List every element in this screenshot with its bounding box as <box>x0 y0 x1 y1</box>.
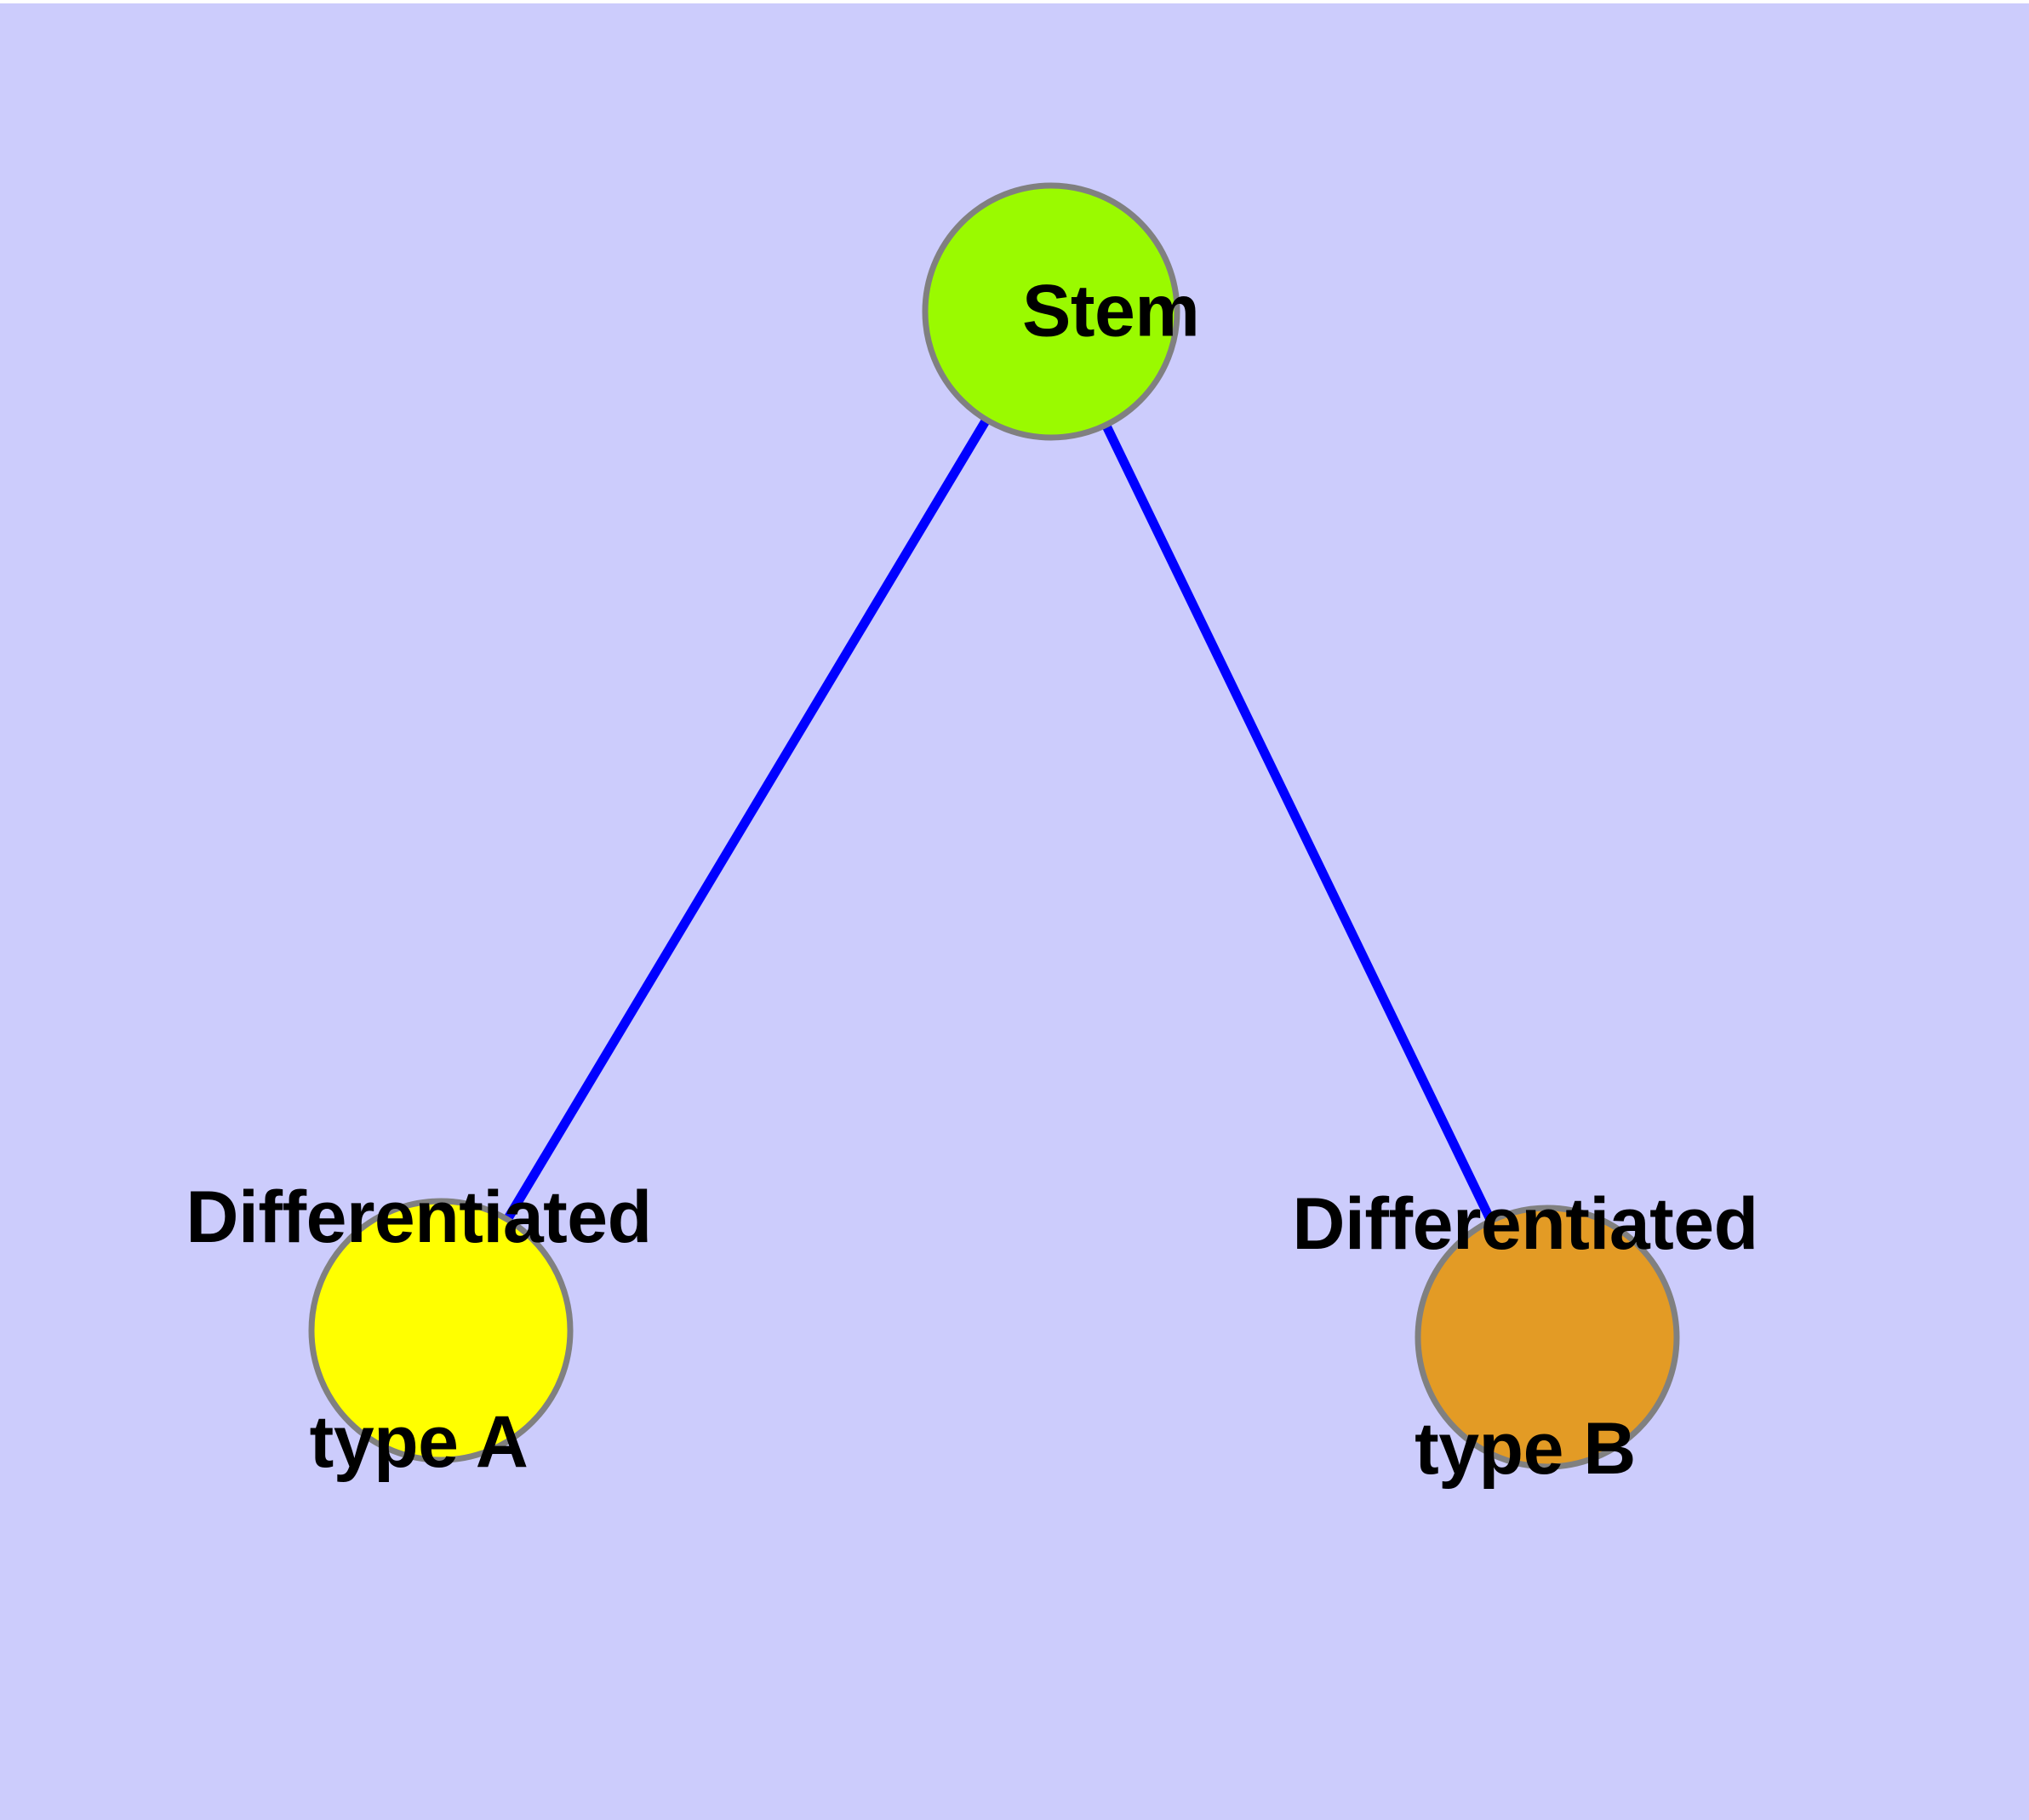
node-differentiated-type-b[interactable] <box>1415 1205 1680 1470</box>
node-stem[interactable] <box>922 182 1180 441</box>
node-differentiated-type-a[interactable] <box>308 1198 574 1463</box>
edge-stem-to-diff-a[interactable] <box>437 309 1055 1333</box>
edge-stem-to-diff-b[interactable] <box>1047 309 1552 1340</box>
graph-svg <box>308 182 1680 1470</box>
edge-layer <box>437 309 1552 1340</box>
node-layer <box>308 182 1680 1470</box>
diagram-plot-area: Stem Differentiated type A Differentiate… <box>0 3 2029 1820</box>
